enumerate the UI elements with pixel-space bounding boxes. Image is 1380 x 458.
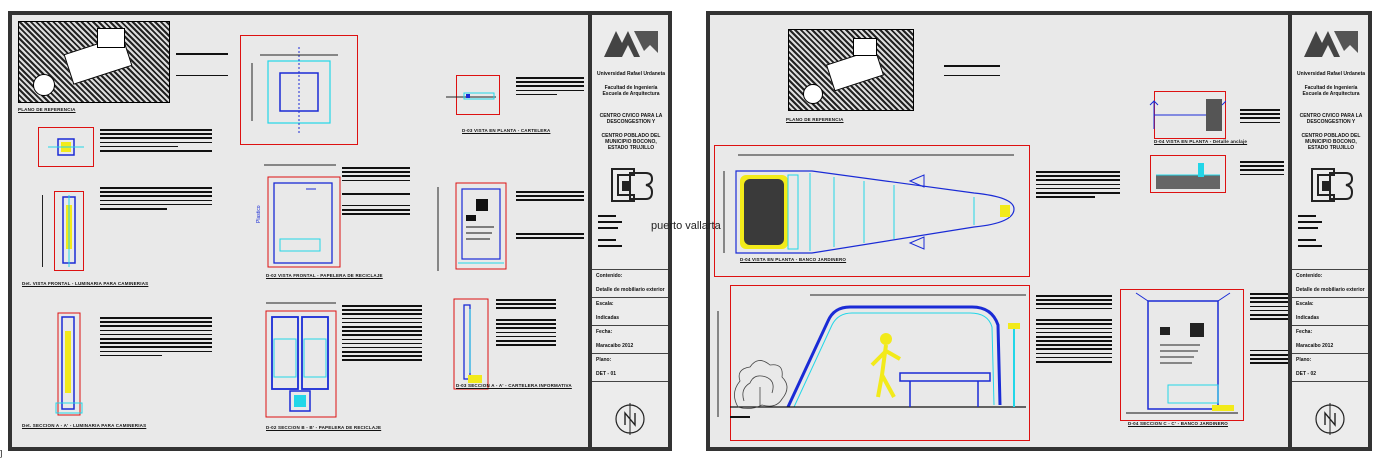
luminaria-plan-notes (100, 129, 212, 154)
seccion-cartelera-drawing (1126, 292, 1238, 414)
anclaje-frame (1150, 155, 1226, 193)
papelera-section-notes (342, 305, 422, 364)
tb-faculty: Facultad de Ingeniería Escuela de Arquit… (1302, 85, 1360, 97)
tb-project: CENTRO CIVICO PARA LA DESCONGESTION Y (1299, 113, 1363, 125)
corner-mark: ] (0, 449, 3, 458)
university-logo-icon (604, 31, 658, 57)
luminaria-frontal-drawing (62, 195, 76, 267)
drawing-sheet-right: PLANO DE REFERENCIA D-04 VISTA EN PLANTA… (706, 11, 1372, 451)
cartelera-plan-drawing (446, 92, 496, 100)
tb-plano-label: Plano: (1296, 357, 1312, 363)
tb-project2: CENTRO POBLADO DEL MUNICIPIO BOCONO, EST… (601, 133, 661, 151)
luminaria-section-notes (100, 317, 212, 359)
cartelera-plan-frame (456, 75, 500, 115)
tb-fecha-label: Fecha: (596, 329, 613, 335)
reference-notes-right (944, 65, 1000, 79)
caption-seccion-banco: D-04 SECCION C - C' - BANCO JARDINERO (1128, 421, 1228, 426)
caption-banco-planta: D-04 VISTA EN PLANTA - BANCO JARDINERO (740, 257, 847, 262)
cartelera-section-drawing (453, 298, 489, 390)
banco-plan-drawing (723, 154, 1015, 254)
overlay-location-label: puerto vallarta (651, 220, 721, 232)
caption-planta-detalle: D-04 VISTA EN PLANTA - Detalle anclaje (1154, 139, 1248, 144)
tb-fecha-label: Fecha: (1296, 329, 1313, 335)
luminaria-frontal-notes (100, 187, 212, 212)
tb-university: Universidad Rafael Urdaneta (1296, 71, 1366, 77)
plastico-label: Plastico (256, 205, 262, 223)
seccion-banco-frame (730, 285, 1030, 441)
caption-luminaria-frontal: Det. VISTA FRONTAL - LUMINARIA PARA CAMI… (22, 281, 149, 286)
municipality-logo-icon (611, 168, 654, 202)
north-arrow-icon (615, 403, 645, 435)
cartelera-frontal-drawing (437, 182, 507, 271)
tb-escala-label: Escala: (1296, 301, 1314, 307)
banco-plan-frame (714, 145, 1030, 277)
title-block-left: Universidad Rafael Urdaneta Facultad de … (588, 15, 668, 447)
tb-faculty: Facultad de Ingeniería Escuela de Arquit… (602, 85, 660, 97)
papelera-plan-frame (240, 35, 358, 145)
tb-project2: CENTRO POBLADO DEL MUNICIPIO BOCONO, EST… (1301, 133, 1361, 151)
reference-notes (176, 53, 228, 79)
cartelera-plan-notes (516, 77, 584, 98)
tb-fecha: Maracaibo 2012 (596, 343, 634, 349)
caption-luminaria-seccion: Det. SECCION A - A' - LUMINARIA PARA CAM… (22, 423, 147, 428)
luminaria-plan-frame (38, 127, 94, 167)
tb-escala: Indicadas (596, 315, 620, 321)
tb-university: Universidad Rafael Urdaneta (596, 71, 666, 77)
tb-contenido-label: Contenido: (596, 273, 623, 279)
tb-contenido: Detalle de mobiliario exterior (1296, 287, 1365, 293)
tb-plano: DET - 01 (596, 371, 617, 377)
tb-escala: Indicadas (1296, 315, 1320, 321)
anclaje-notes (1240, 161, 1284, 178)
papelera-frontal-drawing (264, 164, 341, 268)
tb-fecha: Maracaibo 2012 (1296, 343, 1334, 349)
seccion-banco-drawing (717, 294, 1026, 418)
caption-plano-referencia-right: PLANO DE REFERENCIA (786, 117, 844, 122)
caption-plano-referencia: PLANO DE REFERENCIA (18, 107, 76, 112)
tree-symbol (734, 360, 788, 409)
planta-detalle-drawing (1149, 99, 1226, 131)
caption-cartelera-planta: D-03 VISTA EN PLANTA - CARTELERA (462, 128, 551, 133)
reference-plan-image-right (788, 29, 914, 111)
north-arrow-icon (1315, 403, 1345, 435)
tb-project: CENTRO CIVICO PARA LA DESCONGESTION Y (599, 113, 663, 125)
tb-escala-label: Escala: (596, 301, 614, 307)
tb-plano-label: Plano: (596, 357, 612, 363)
luminaria-section-drawing (55, 312, 83, 416)
luminaria-plan-drawing (48, 138, 84, 156)
cartelera-section-notes (496, 299, 556, 348)
tb-contenido: Detalle de mobiliario exterior (596, 287, 665, 293)
anclaje-drawing (1156, 163, 1220, 189)
seccion-cartelera-frame (1120, 289, 1244, 421)
cartelera-frontal-notes (516, 191, 584, 241)
banco-plan-notes (1036, 171, 1120, 200)
reference-plan-image (18, 21, 170, 103)
planta-detalle-notes (1240, 109, 1280, 126)
title-block-right: Universidad Rafael Urdaneta Facultad de … (1288, 15, 1368, 447)
seccion-banco-notes (1036, 295, 1112, 365)
drawing-sheet-left: PLANO DE REFERENCIA Det. VISTA FRONTAL -… (8, 11, 672, 451)
papelera-section-drawing (265, 302, 337, 418)
tb-plano: DET - 02 (1296, 371, 1317, 377)
luminaria-frontal-frame (54, 191, 84, 271)
seccion-cartelera-notes (1250, 293, 1290, 366)
university-logo-icon (1304, 31, 1358, 57)
caption-papelera-seccion: D-02 SECCION B - B' - PAPELERA DE RECICL… (266, 425, 382, 430)
caption-papelera-frontal: D-02 VISTA FRONTAL - PAPELERA DE RECICLA… (266, 273, 383, 278)
tb-contenido-label: Contenido: (1296, 273, 1323, 279)
papelera-plan-drawing (251, 47, 338, 135)
papelera-frontal-notes (342, 167, 410, 217)
municipality-logo-icon (1311, 168, 1354, 202)
caption-cartelera-seccion: D-03 SECCION A - A' - CARTELERA INFORMAT… (456, 383, 572, 388)
